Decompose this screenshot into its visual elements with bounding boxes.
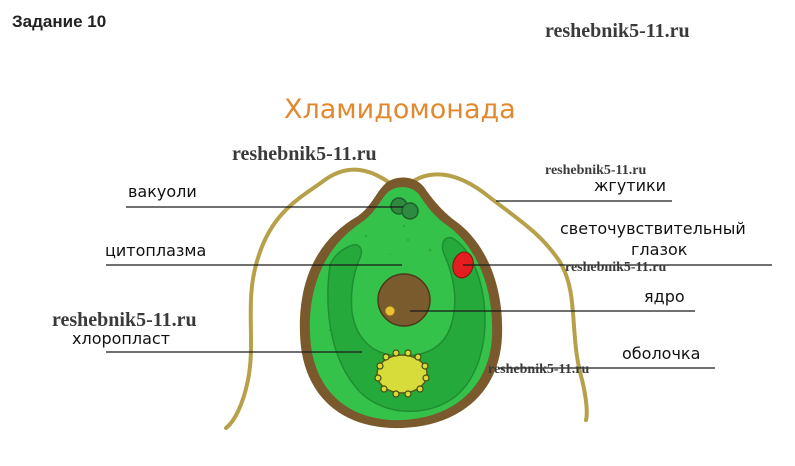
label-eyespot-line1: светочувствительный [560,219,746,238]
left-flagellum [224,167,398,430]
leader-lines [106,200,772,369]
nucleolus [384,305,396,317]
chloroplast [327,236,486,413]
label-nucleus: ядро [644,287,685,306]
nucleus [377,273,431,327]
pyrenoid [376,354,428,394]
diagram-title: Хламидомонада [284,94,516,125]
watermark-top: reshebnik5-11.ru [545,20,690,42]
label-flagella: жгутики [594,176,667,195]
right-flagellum [402,172,589,422]
label-eyespot-line2: глазок [631,240,688,259]
watermark-4: reshebnik5-11.ru [52,309,197,331]
label-vacuoles: вакуоли [128,182,197,201]
starch-grains [374,349,430,398]
watermark-2: reshebnik5-11.ru [545,163,647,178]
watermark-1: reshebnik5-11.ru [232,143,377,165]
watermark-3: reshebnik5-11.ru [565,260,667,275]
label-membrane: оболочка [622,344,701,363]
task-title: Задание 10 [12,12,107,31]
vacuole-right [401,202,419,220]
watermark-5: reshebnik5-11.ru [488,362,590,377]
label-chloroplast: хлоропласт [72,329,171,348]
label-cytoplasm: цитоплазма [105,241,207,260]
